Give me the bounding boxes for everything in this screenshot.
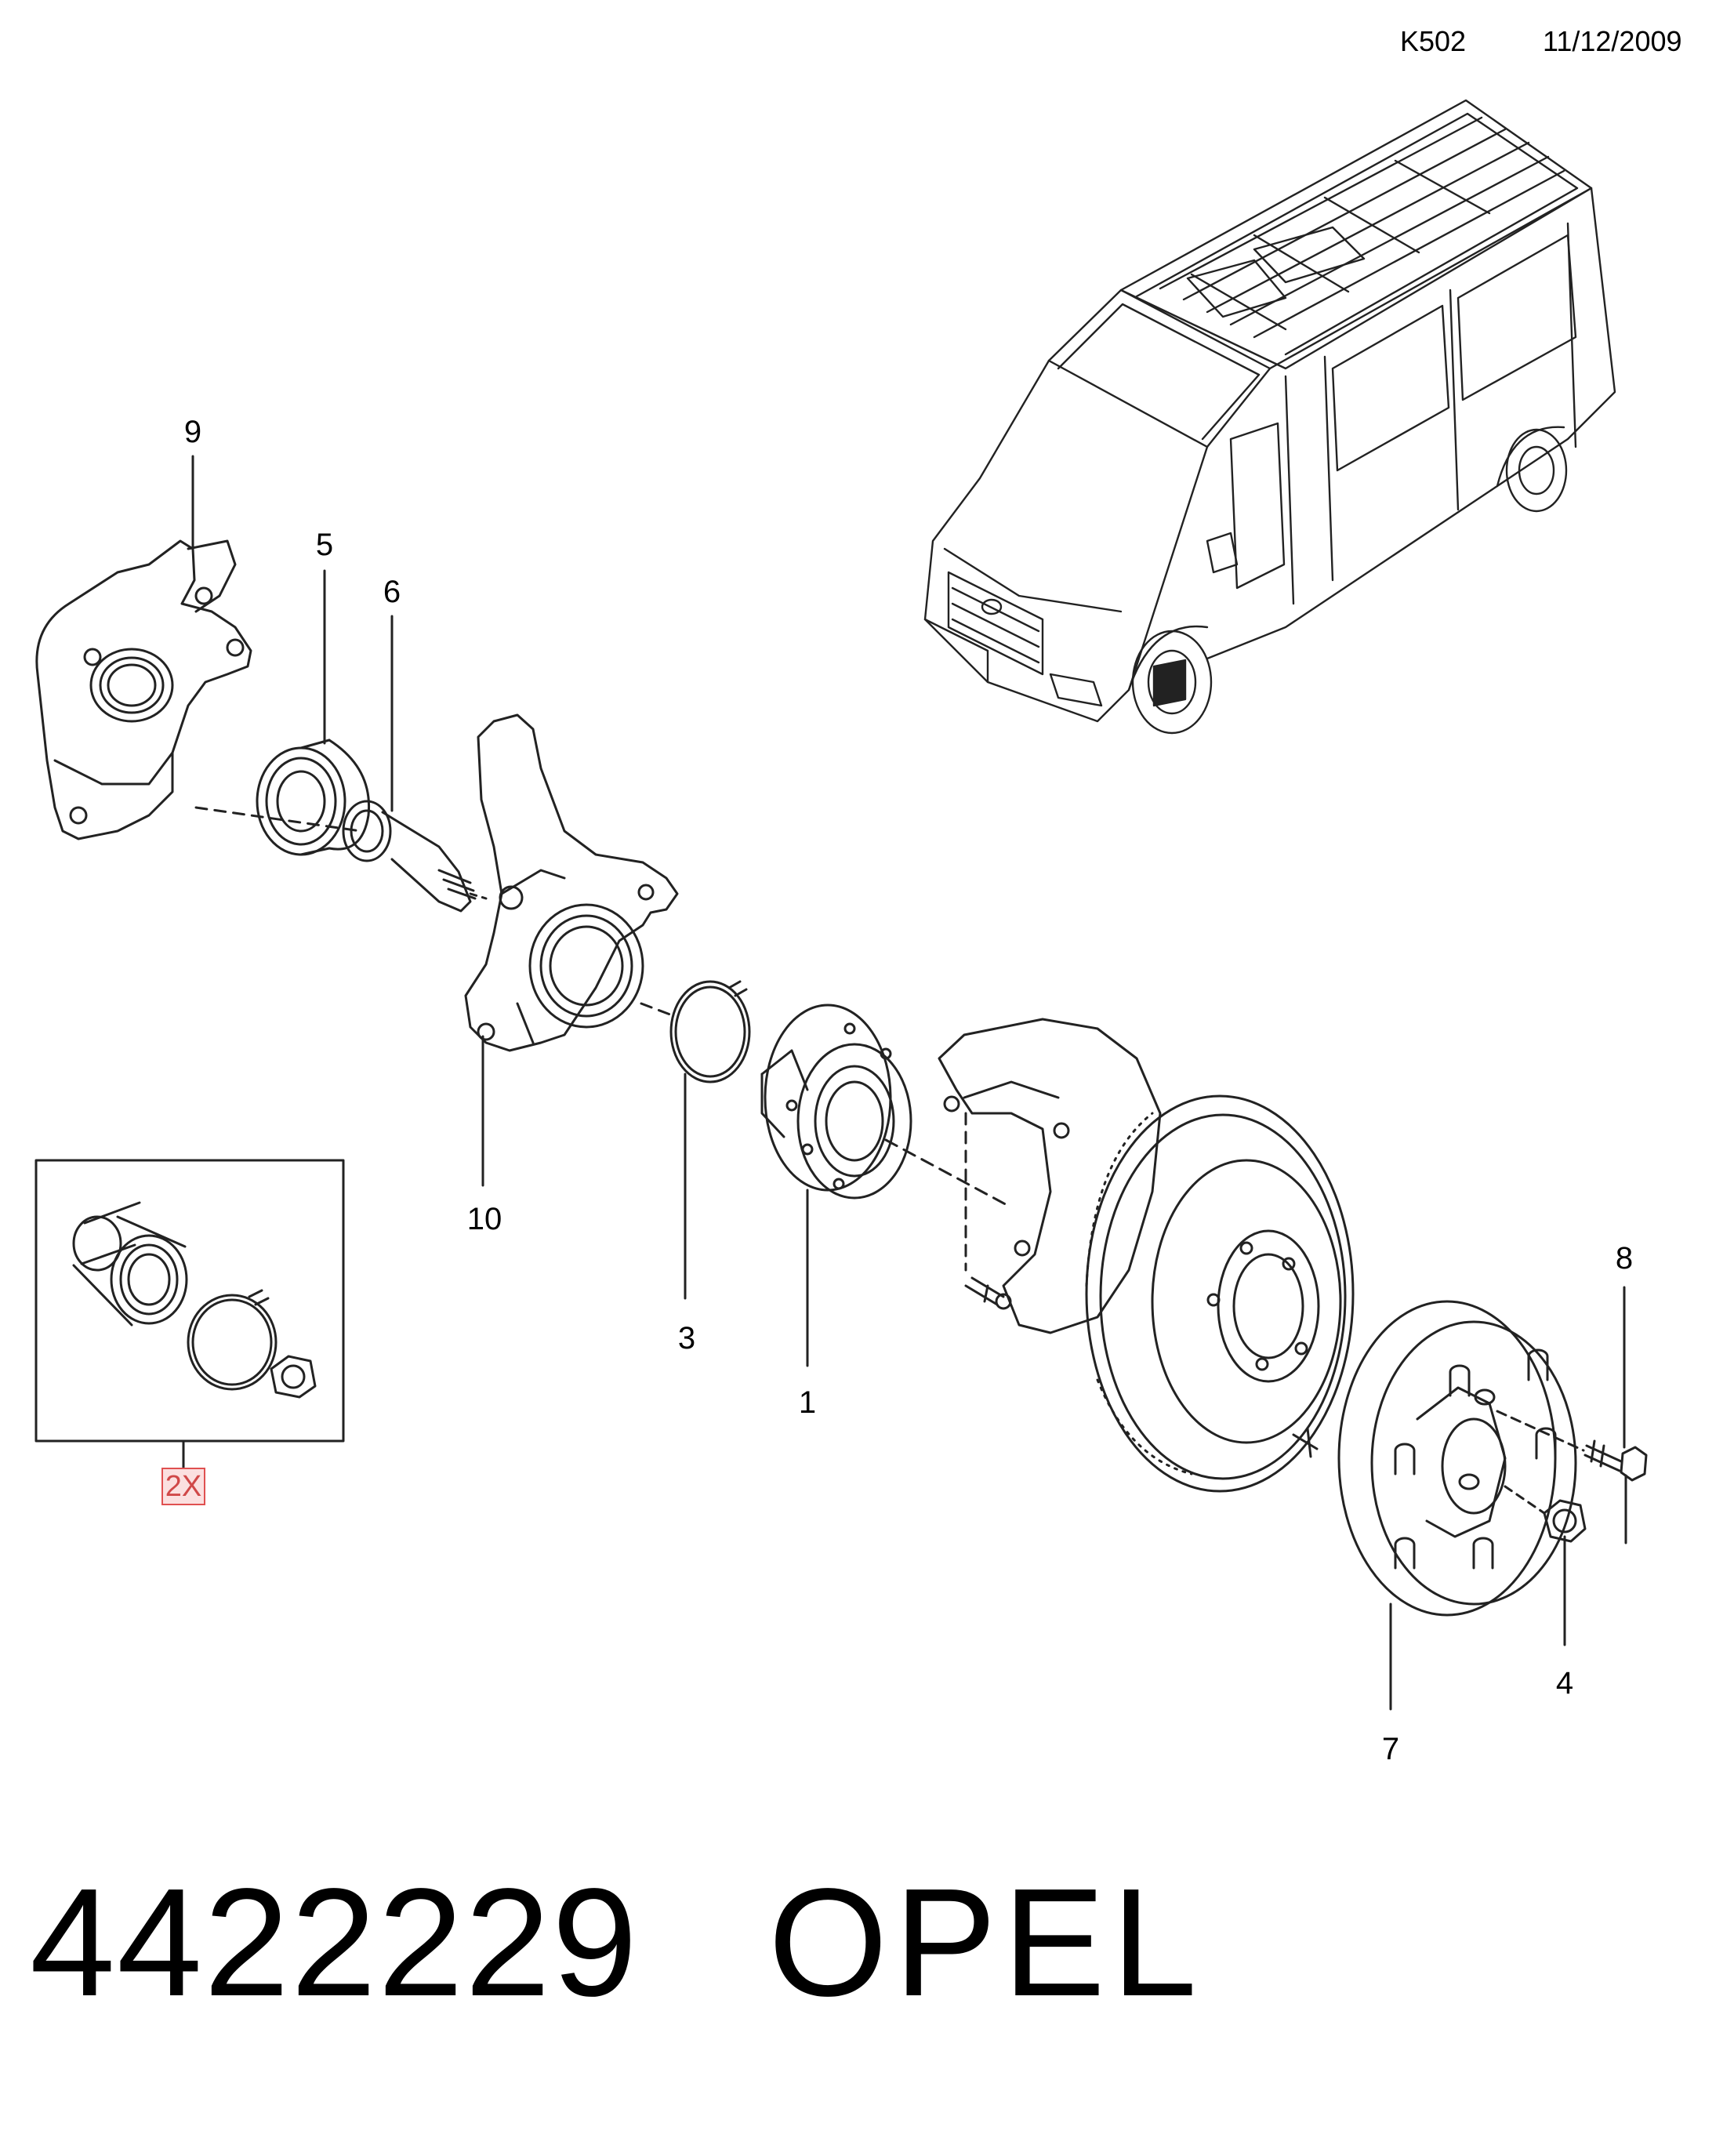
callout-5: 5 xyxy=(316,528,333,562)
part-7-drive-flange xyxy=(1337,1300,1577,1617)
callout-7: 7 xyxy=(1382,1732,1399,1766)
leader-lines xyxy=(191,455,1627,1711)
part-3-snap-ring xyxy=(669,980,751,1083)
callout-9: 9 xyxy=(184,415,201,449)
brand-name: OPEL xyxy=(768,1857,1203,2028)
callout-1: 1 xyxy=(799,1385,816,1420)
diagram-date: 11/12/2009 xyxy=(1543,25,1682,57)
callout-4: 4 xyxy=(1556,1666,1573,1700)
part-4-hub-nut xyxy=(1504,1485,1587,1543)
part-8-bolt xyxy=(1496,1410,1648,1482)
callout-10: 10 xyxy=(467,1202,502,1236)
van-illustration xyxy=(923,99,1616,735)
diagram-code: K502 xyxy=(1400,25,1467,57)
kit-quantity-label: 2X xyxy=(161,1468,205,1505)
callout-8: 8 xyxy=(1616,1241,1633,1276)
part-6-spindle xyxy=(194,800,488,913)
part-number: 4422229 xyxy=(30,1857,640,2028)
callout-3: 3 xyxy=(678,1321,695,1356)
bearing-kit-box xyxy=(34,1159,345,1469)
callout-6: 6 xyxy=(383,575,401,609)
brake-dust-shield xyxy=(938,1018,1162,1334)
brake-disc xyxy=(1085,1094,1355,1493)
callout-labels: 9 5 6 10 3 1 8 4 7 xyxy=(184,415,1633,1766)
part-10-steering-knuckle xyxy=(464,713,679,1052)
part-9-steering-knuckle xyxy=(35,539,252,840)
part-1-wheel-hub xyxy=(760,1004,1013,1209)
